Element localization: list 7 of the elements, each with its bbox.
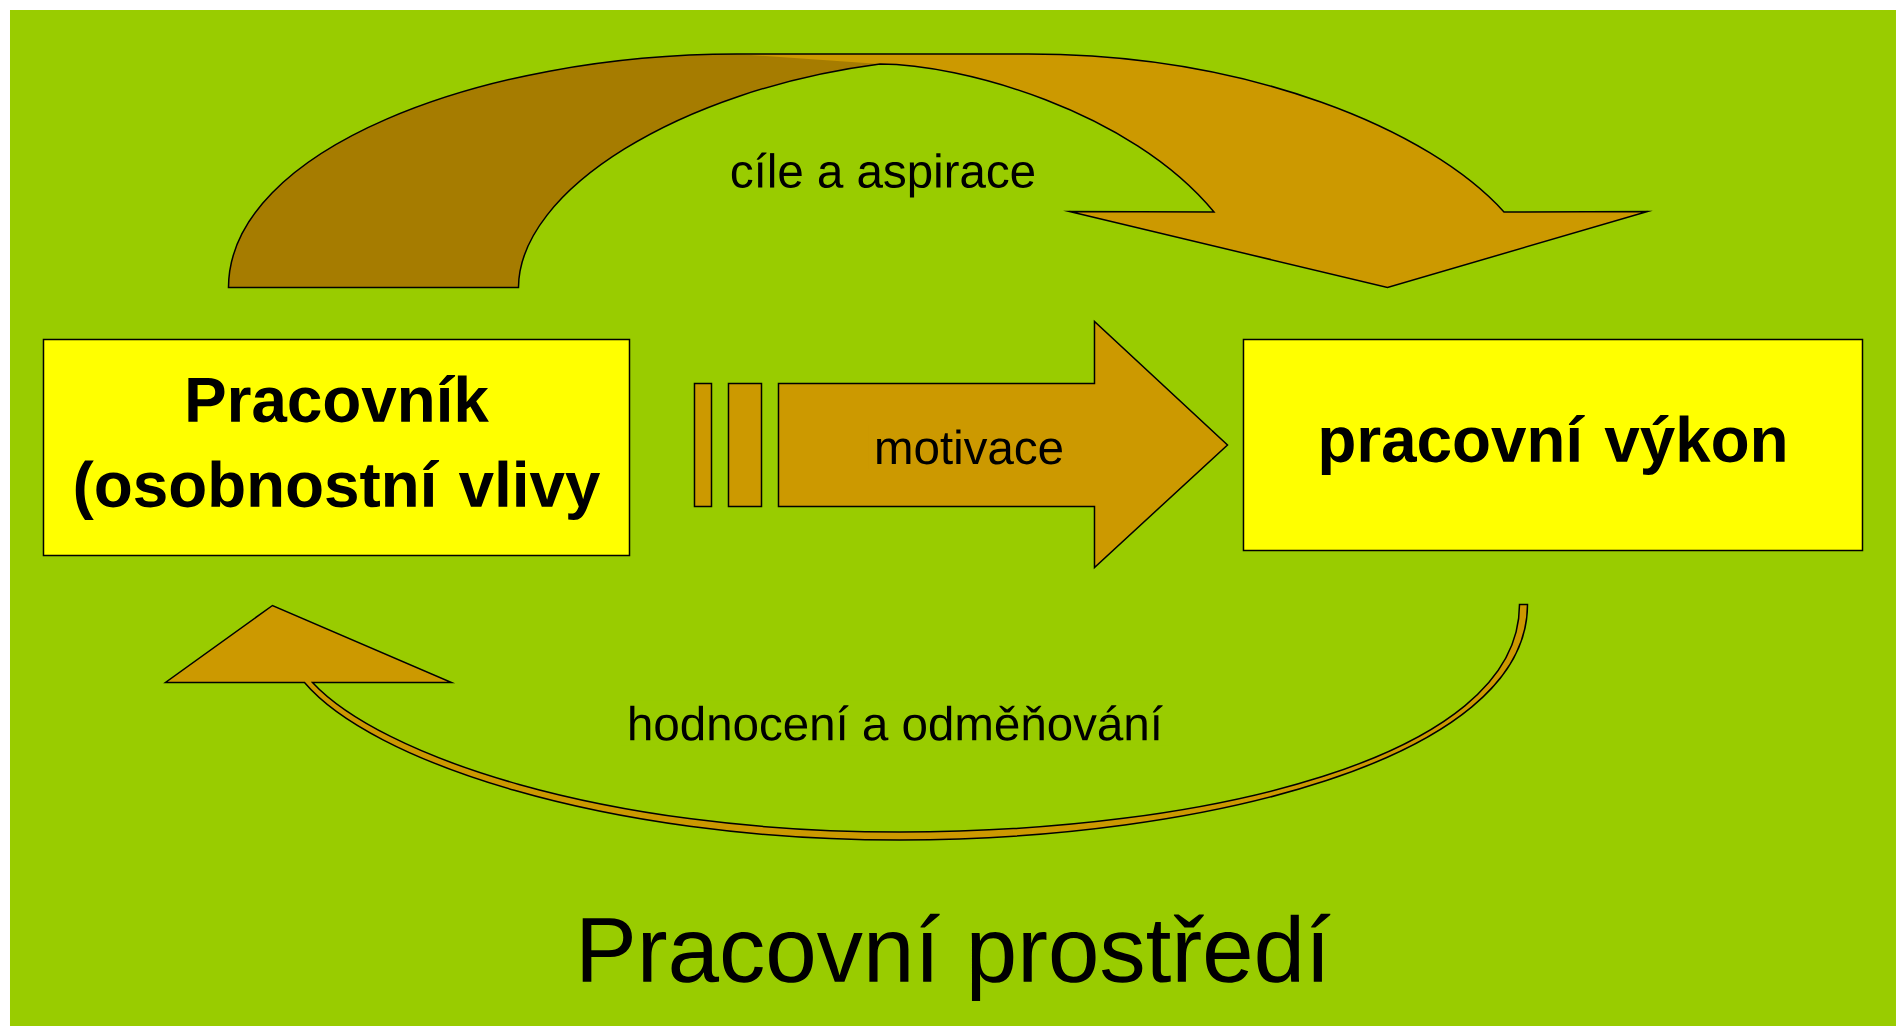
curved-arrow: [227, 53, 1649, 289]
process-box: pracovní výkon: [1242, 338, 1864, 552]
edge-label: hodnocení a odměňování: [621, 700, 1169, 746]
process-box: Pracovník (osobnostní vlivy: [42, 338, 631, 557]
edge-label: motivace: [868, 424, 1070, 470]
edge-label: cíle a aspirace: [724, 147, 1042, 203]
curved-arrow: [164, 603, 1529, 841]
